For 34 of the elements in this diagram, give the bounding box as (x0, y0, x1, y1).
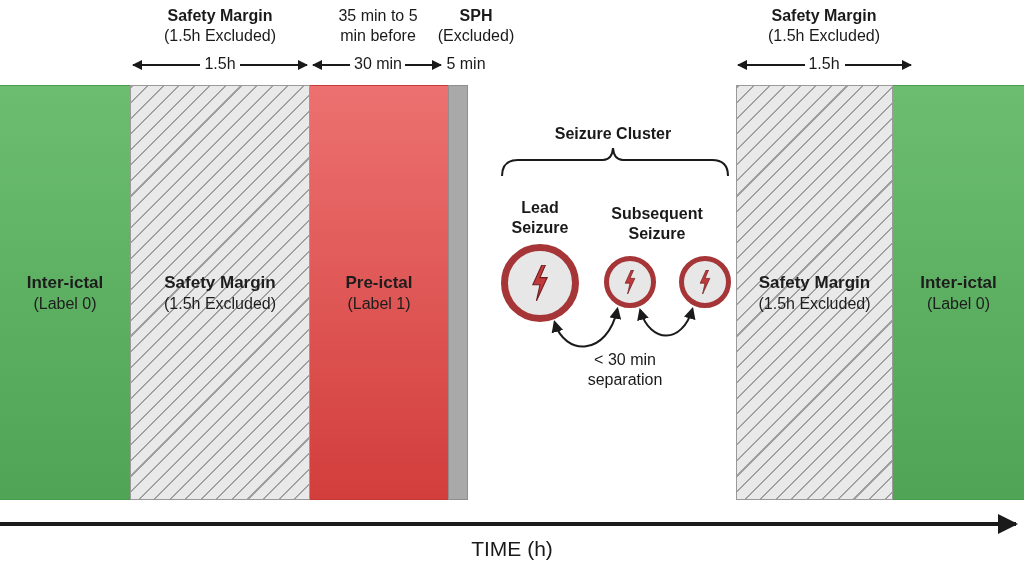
axis-label: TIME (h) (470, 536, 554, 562)
time-band (448, 85, 468, 500)
band-subtitle: (1.5h Excluded) (758, 293, 871, 314)
band-subtitle: (Label 1) (347, 293, 411, 314)
band-title: Safety Margin (758, 271, 871, 293)
annotation-label: Seizure Cluster (553, 124, 673, 144)
annotation-label: Safety Margin (166, 6, 274, 26)
annotation-label: (1.5h Excluded) (766, 26, 882, 46)
curved-arrow (638, 306, 695, 337)
annotation-label: (1.5h Excluded) (162, 26, 278, 46)
annotation-label: 5 min (445, 54, 487, 74)
curved-arrow (552, 306, 621, 348)
band-subtitle: (Label 0) (926, 293, 991, 314)
node-heading: Lead Seizure (510, 198, 570, 238)
band-title: Inter-ictal (920, 271, 997, 293)
annotation-label: < 30 min separation (586, 350, 664, 390)
annotation-label: (Excluded) (436, 26, 516, 46)
annotation-label: Subsequent Seizure (610, 204, 704, 244)
band-subtitle: (1.5h Excluded) (163, 293, 277, 314)
annotation-label: 30 min (353, 54, 403, 74)
band-title: Pre-ictal (345, 271, 413, 293)
time-band (0, 85, 130, 500)
excluded-band (736, 85, 893, 500)
band-subtitle: (Label 0) (33, 293, 97, 314)
band-title: Safety Margin (164, 271, 276, 293)
time-band (893, 85, 1024, 500)
annotation-label: 35 min to 5 min before (337, 6, 419, 46)
band-title: Inter-ictal (26, 271, 104, 293)
time-band (310, 85, 448, 500)
annotation-label: Safety Margin (770, 6, 878, 26)
annotation-label: 1.5h (203, 54, 237, 74)
excluded-band (130, 85, 310, 500)
annotation-label: 1.5h (807, 54, 841, 74)
annotation-label: SPH (458, 6, 494, 26)
